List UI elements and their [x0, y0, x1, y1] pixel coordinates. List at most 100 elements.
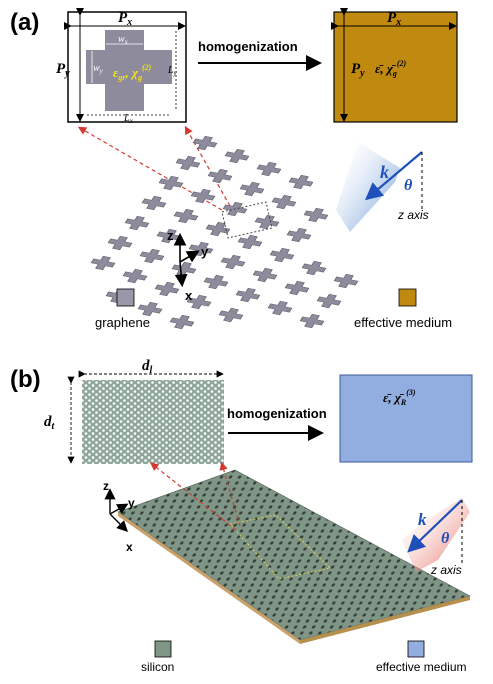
graphene-cross-tile	[172, 154, 204, 172]
graphene-cross-tile	[170, 207, 202, 225]
eff-py-label: P	[351, 61, 361, 77]
wave-vector-b	[407, 499, 463, 553]
eff-px-sub: x	[395, 17, 401, 28]
ly-sub: y	[173, 69, 178, 77]
svg-text:dl: dl	[142, 358, 153, 376]
graphene-cross-tile	[121, 214, 153, 232]
graphene-cross-tile	[217, 253, 249, 271]
graphene-cross-tile	[151, 280, 183, 298]
graphene-cross-tile	[281, 279, 313, 297]
graphene-cross-tile	[166, 313, 198, 331]
panel-a-label: (a)	[10, 9, 39, 36]
homogenization-label-a: homogenization	[198, 39, 298, 54]
unit-cell-outline	[221, 201, 273, 239]
graphene-cross-tile	[253, 160, 285, 178]
svg-text:wx: wx	[118, 34, 129, 46]
graphene-cross-tile	[155, 174, 187, 192]
lx-label: L	[123, 113, 130, 124]
axis-z-a: z	[167, 228, 174, 243]
graphene-cross-tile	[300, 206, 332, 224]
eff-eps-a: ε̄	[375, 61, 384, 76]
effective-medium-box-b	[339, 374, 473, 463]
graphene-cross-tile	[330, 272, 362, 290]
svg-text:Px: Px	[118, 10, 132, 28]
graphene-cross-tile	[232, 286, 264, 304]
perforated-silicon-sample	[82, 380, 224, 464]
graphene-cross-tile	[221, 147, 253, 165]
eff-chi-a: , χ̄	[379, 61, 397, 76]
svg-text:ε̄, χ̄g(2): ε̄, χ̄g(2)	[375, 59, 407, 78]
svg-text:εgr, χg(2): εgr, χg(2)	[113, 63, 152, 82]
graphene-cross-tile	[136, 247, 168, 265]
legend-swatch-effective-a	[398, 288, 417, 307]
axis-x-a: x	[185, 288, 193, 303]
px-sub: x	[126, 17, 132, 28]
effective-medium-box-a	[333, 11, 458, 123]
px-label: P	[118, 10, 128, 26]
axis-x-b: x	[126, 540, 133, 554]
graphene-cross-tile	[264, 299, 296, 317]
graphene-cross-tile	[204, 167, 236, 185]
chi-g: , χ	[124, 65, 139, 80]
wy-label: w	[93, 63, 100, 74]
graphene-cross-tile	[87, 254, 119, 272]
k-label-a: k	[380, 162, 389, 182]
dl-label: d	[142, 358, 150, 374]
leader-line-b-right	[219, 461, 241, 527]
axes-b	[104, 488, 129, 532]
unit-cell-diagram	[64, 8, 187, 123]
leader-line-a-left	[77, 126, 223, 211]
graphene-cross-tile	[249, 266, 281, 284]
py-sub: y	[64, 68, 70, 79]
panel-b-label: (b)	[10, 366, 41, 393]
dt-label: d	[44, 414, 52, 430]
leader-line-a-right	[184, 125, 231, 207]
eff-px-label: P	[387, 10, 397, 26]
svg-text:Lx: Lx	[123, 113, 134, 125]
graphene-cross-tile	[285, 173, 317, 191]
graphene-cross-tile	[296, 312, 328, 330]
eff-chi-a-sub: g	[392, 69, 397, 78]
svg-text:wy: wy	[93, 63, 104, 75]
lx-sub: x	[129, 117, 134, 125]
dl-sub: l	[150, 365, 153, 376]
eff-chi-b-sub: R	[400, 398, 407, 407]
graphene-cross	[86, 30, 172, 111]
py-label: P	[56, 61, 66, 77]
graphene-cross-tile	[268, 193, 300, 211]
wy-sub: y	[99, 67, 104, 75]
leader-line-b-left	[150, 462, 237, 531]
incident-beam-a	[336, 142, 400, 232]
graphene-cross-tile	[202, 220, 234, 238]
eff-chi-b-sup: (3)	[406, 388, 416, 397]
axis-y-b: y	[128, 496, 135, 510]
dt-sub: t	[52, 421, 56, 432]
graphene-cross-tile	[189, 134, 221, 152]
graphene-cross-tile	[298, 259, 330, 277]
svg-text:Py: Py	[56, 61, 70, 79]
eff-eps-b: ε̄	[383, 390, 392, 405]
ly-label: L	[167, 65, 174, 76]
svg-text:Ly: Ly	[167, 65, 178, 77]
svg-text:ε̄, χ̄R(3): ε̄, χ̄R(3)	[383, 388, 416, 407]
eff-chi-b: , χ̄	[387, 390, 405, 405]
legend-swatch-silicon	[154, 640, 172, 658]
wx-label: w	[118, 34, 125, 45]
slab-edge-front	[118, 512, 300, 644]
theta-label-a: θ	[404, 177, 413, 194]
graphene-cross-tile	[234, 233, 266, 251]
eps-gr-sub: gr	[117, 73, 126, 82]
axis-y-a: y	[201, 244, 209, 259]
svg-text:dt: dt	[44, 414, 56, 432]
legend-label-graphene: graphene	[95, 315, 150, 330]
graphene-cross-tile	[138, 194, 170, 212]
graphene-cross-tile	[251, 213, 283, 231]
graphene-cross-tile	[187, 187, 219, 205]
graphene-cross-tile	[215, 306, 247, 324]
wave-vector-a	[364, 151, 423, 201]
legend-label-effective-b: effective medium	[376, 660, 467, 674]
eps-gr: ε	[113, 65, 119, 80]
chi-g-sup: (2)	[142, 63, 152, 72]
z-axis-label-a: z axis	[397, 208, 429, 222]
legend-swatch-effective-b	[407, 640, 425, 658]
